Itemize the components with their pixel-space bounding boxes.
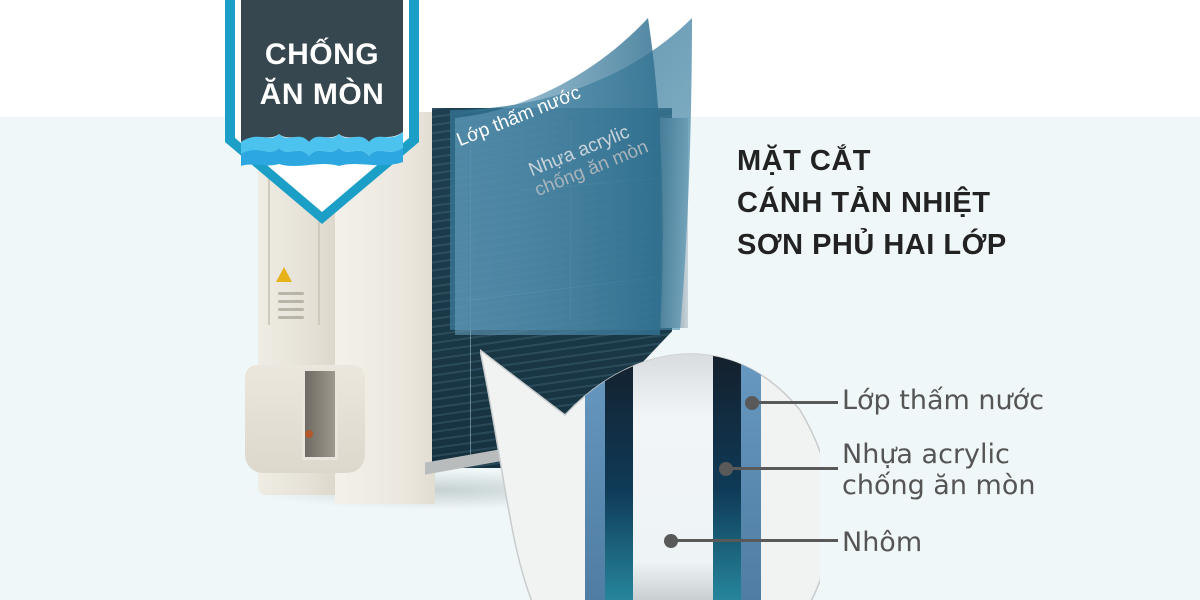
warning-icon — [276, 267, 292, 282]
heading-line-1: MẶT CẮT — [737, 145, 871, 177]
badge-line-1: CHỐNG — [264, 38, 380, 71]
callout-line-aluminum — [671, 539, 838, 542]
heading-line-2: CÁNH TẢN NHIỆT — [737, 187, 991, 219]
unit-pipe-port — [302, 368, 338, 460]
callout-line-acrylic — [726, 467, 838, 470]
legend-acrylic-line-1: Nhựa acrylic — [842, 439, 1010, 470]
cross-section-magnifier — [480, 349, 820, 600]
legend-waterproof-layer: Lớp thấm nước — [842, 385, 1044, 416]
badge-line-2: ĂN MÒN — [259, 78, 385, 111]
anticorrosion-shield-badge — [225, 0, 419, 224]
callout-line-waterproof — [752, 401, 838, 404]
legend-aluminum-layer: Nhôm — [842, 527, 923, 558]
peeled-coating-layers — [450, 18, 692, 335]
heading-line-3: SƠN PHỦ HAI LỚP — [737, 229, 1007, 261]
vent-slots — [278, 292, 304, 324]
legend-acrylic-line-2: chống ăn mòn — [842, 470, 1036, 501]
section-heading: MẶT CẮT CÁNH TẢN NHIỆT SƠN PHỦ HAI LỚP — [737, 140, 1007, 266]
legend-acrylic-layer: Nhựa acrylic chống ăn mòn — [842, 439, 1035, 501]
copper-valve — [305, 430, 313, 438]
